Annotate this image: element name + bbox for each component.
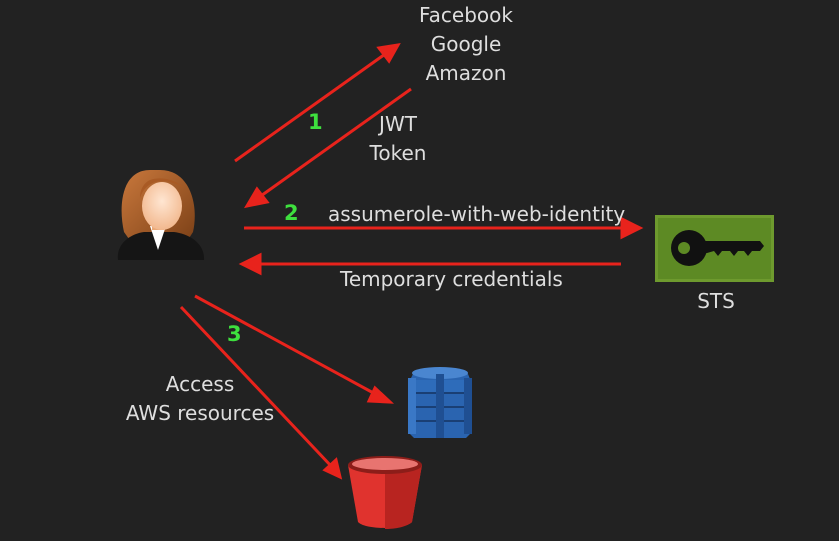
- assume-role-label: assumerole-with-web-identity: [328, 202, 626, 226]
- arrow-temporary-credentials-return: [238, 252, 621, 276]
- provider-google: Google: [430, 32, 502, 56]
- arrow-to-identity-provider: [234, 43, 401, 163]
- sts-label: STS: [697, 289, 735, 313]
- user-avatar-icon: [117, 170, 205, 260]
- step-number-3: 3: [227, 322, 242, 346]
- provider-facebook: Facebook: [419, 3, 513, 27]
- dynamodb-icon: [408, 367, 472, 438]
- identity-provider-list: Facebook Google Amazon: [380, 1, 552, 88]
- step-number-1: 1: [308, 110, 323, 134]
- jwt-line-2: Token: [369, 141, 427, 165]
- access-resources-label: Access AWS resources: [118, 370, 282, 428]
- s3-bucket-icon: [348, 456, 422, 529]
- access-line-2: AWS resources: [125, 401, 275, 425]
- sts-key-icon: [655, 215, 774, 282]
- arrows: [179, 43, 644, 480]
- step-number-2: 2: [284, 201, 299, 225]
- jwt-token-label: JWT Token: [350, 110, 446, 168]
- arrow-to-dynamodb: [194, 294, 395, 404]
- access-line-1: Access: [165, 372, 235, 396]
- arrow-jwt-token-return: [244, 87, 412, 209]
- temporary-credentials-label: Temporary credentials: [340, 267, 563, 291]
- arrow-assume-role-to-sts: [244, 216, 644, 240]
- arrow-to-s3: [179, 305, 343, 480]
- provider-amazon: Amazon: [425, 61, 507, 85]
- jwt-line-1: JWT: [379, 112, 417, 136]
